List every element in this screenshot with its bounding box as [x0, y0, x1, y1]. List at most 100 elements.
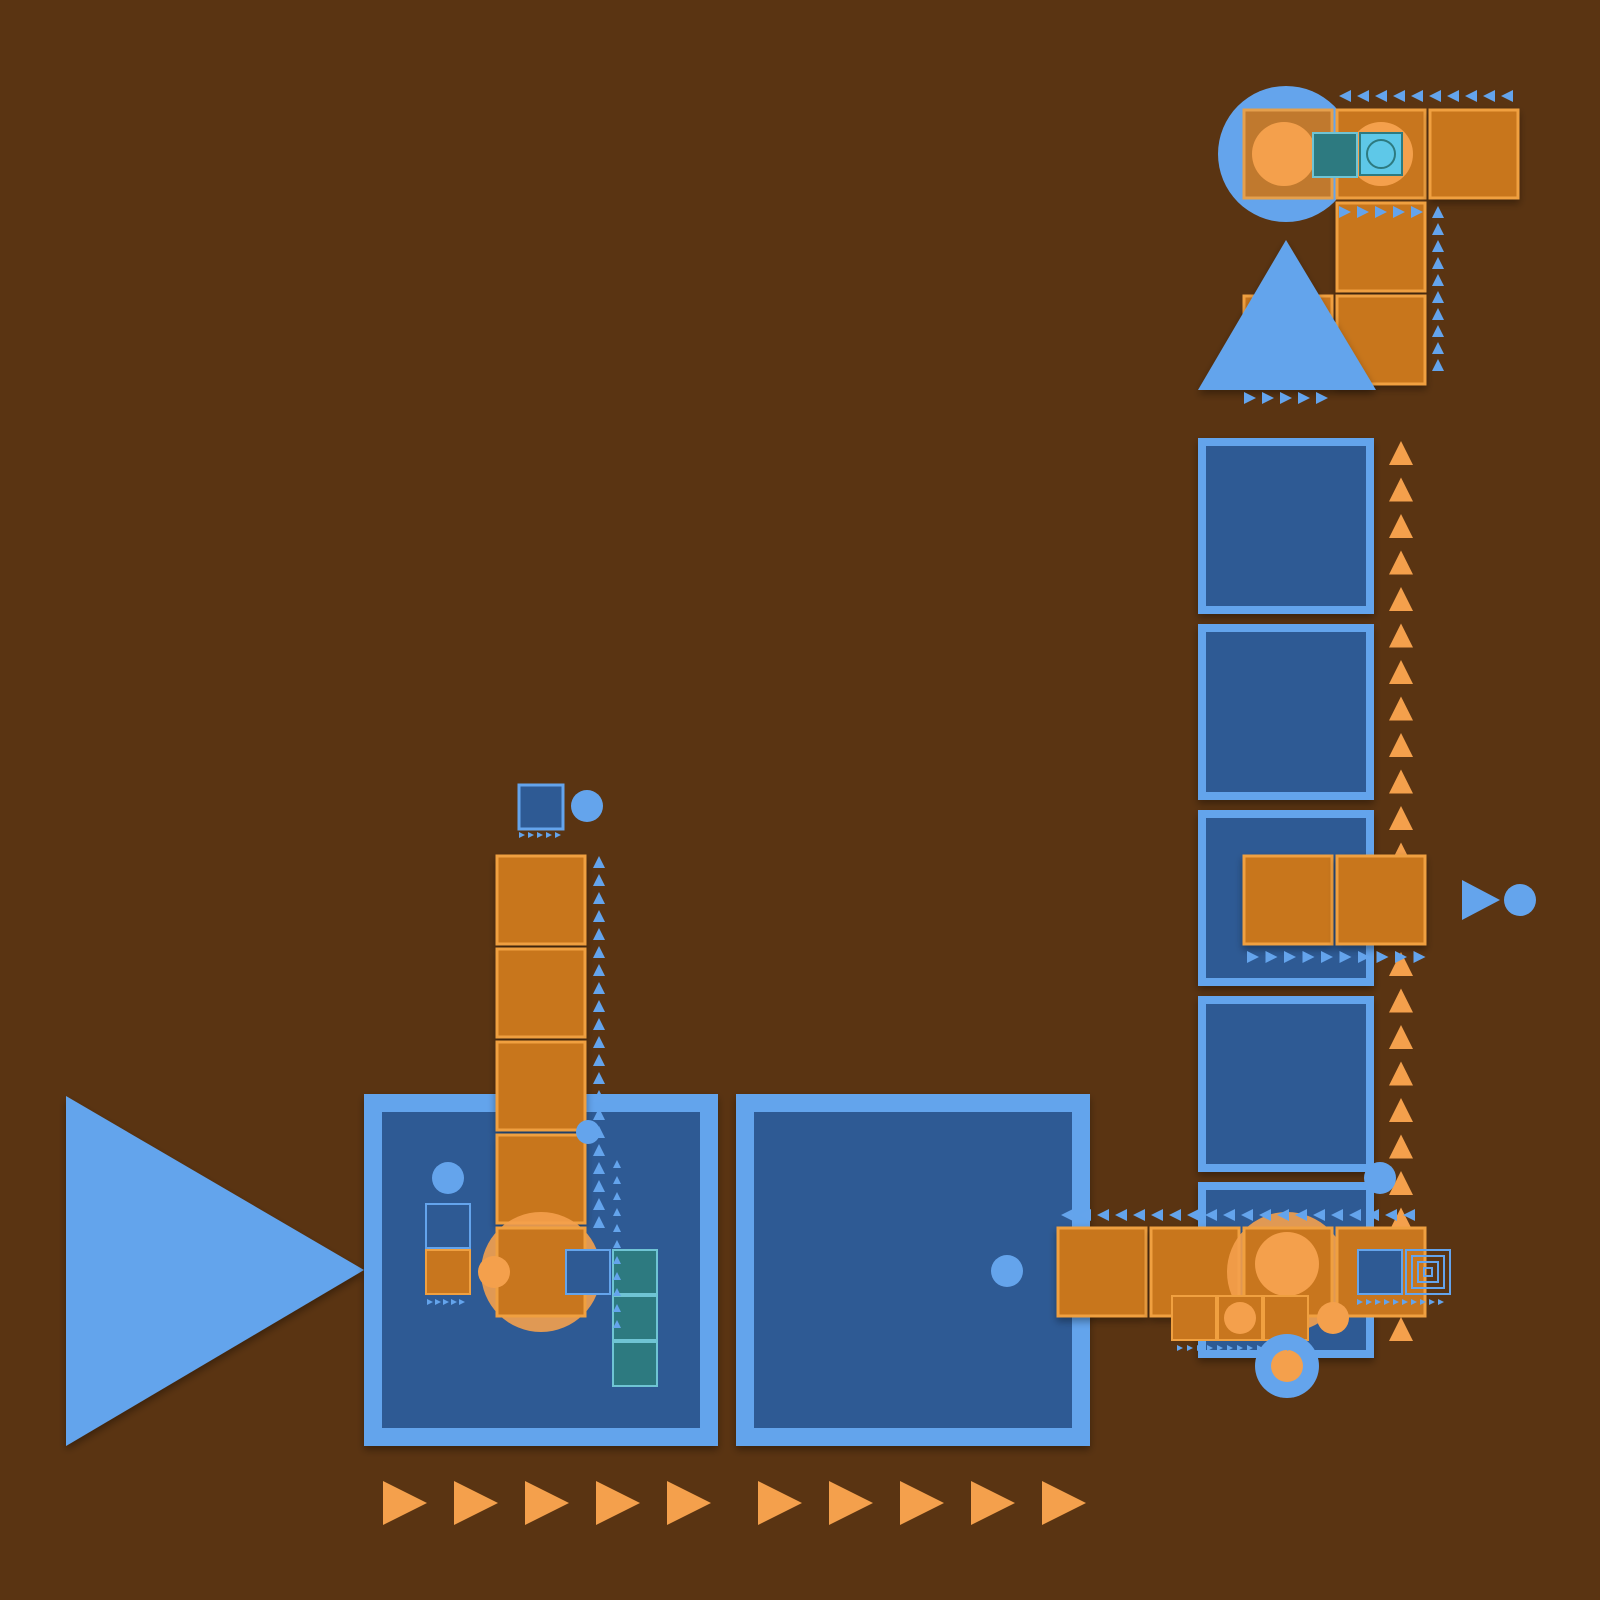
arrow-left-icon	[1169, 1209, 1181, 1221]
teal-block[interactable]	[1312, 132, 1358, 178]
arrow-left-icon	[1339, 90, 1351, 102]
arrow-left-icon	[1133, 1209, 1145, 1221]
small-blue-square[interactable]	[425, 1203, 471, 1249]
arrow-right-icon	[1247, 951, 1259, 963]
arrow-up-icon	[593, 1198, 605, 1210]
tile-inner	[754, 1112, 1072, 1428]
small-orange-square[interactable]	[425, 1249, 471, 1295]
arrow-up-icon	[1389, 441, 1413, 465]
arrow-right-icon	[1042, 1481, 1086, 1525]
orange-dot[interactable]	[1317, 1302, 1349, 1334]
cyan-dot[interactable]	[1366, 139, 1396, 169]
blue-dot[interactable]	[432, 1162, 464, 1194]
arrow-up-icon	[613, 1160, 621, 1168]
arrow-left-icon	[1079, 1209, 1091, 1221]
arrow-up-icon	[1389, 514, 1413, 538]
arrow-up-icon	[593, 856, 605, 868]
arrow-left-icon	[1367, 1209, 1379, 1221]
orange-block[interactable]	[1428, 108, 1520, 200]
orange-dot[interactable]	[1252, 122, 1316, 186]
orange-block[interactable]	[495, 947, 587, 1039]
arrow-up-icon	[1389, 806, 1413, 830]
nested-squares-icon[interactable]	[1405, 1249, 1451, 1295]
arrow-up-icon	[593, 1126, 605, 1138]
arrow-left-icon	[1465, 90, 1477, 102]
small-blue-square[interactable]	[565, 1249, 611, 1295]
arrow-left-icon	[1061, 1209, 1073, 1221]
arrow-up-icon	[1432, 257, 1444, 269]
pointer-right-icon[interactable]	[1462, 880, 1500, 920]
orange-block[interactable]	[1335, 201, 1427, 293]
arrow-left-icon	[1447, 90, 1459, 102]
arrow-left-icon	[1501, 90, 1513, 102]
arrow-right-icon	[1237, 1345, 1243, 1351]
triangle-up-icon[interactable]	[1198, 240, 1376, 390]
orange-block[interactable]	[1056, 1226, 1148, 1318]
arrow-left-icon	[1241, 1209, 1253, 1221]
arrow-right-icon	[528, 832, 534, 838]
small-orange-square[interactable]	[1171, 1295, 1217, 1341]
orange-block[interactable]	[495, 1040, 587, 1132]
arrow-up-icon	[593, 1216, 605, 1228]
arrow-right-icon	[1267, 1345, 1273, 1351]
arrow-right-icon	[1375, 1299, 1381, 1305]
arrow-right-icon	[829, 1481, 873, 1525]
teal-block[interactable]	[612, 1295, 658, 1341]
teal-block[interactable]	[612, 1249, 658, 1295]
small-blue-square[interactable]	[1357, 1249, 1403, 1295]
small-orange-square[interactable]	[1263, 1295, 1309, 1341]
teal-block[interactable]	[612, 1341, 658, 1387]
blue-dot[interactable]	[1364, 1162, 1396, 1194]
arrow-right-icon	[1302, 951, 1315, 963]
arrow-right-icon	[1187, 1345, 1193, 1351]
arrow-up-icon	[593, 1108, 605, 1120]
bottom-right-arrows	[1061, 1209, 1444, 1351]
middle-arrows	[1247, 951, 1426, 963]
small-blue-square[interactable]	[517, 783, 565, 831]
arrow-left-icon	[1223, 1209, 1235, 1221]
blue-dot[interactable]	[571, 790, 603, 822]
blue-dot[interactable]	[1504, 884, 1536, 916]
arrow-right-icon	[667, 1481, 711, 1525]
arrow-right-icon	[1247, 1345, 1253, 1351]
arrow-up-icon	[613, 1304, 621, 1312]
arrow-right-icon	[1207, 1345, 1213, 1351]
orange-block[interactable]	[1242, 854, 1334, 946]
orange-block[interactable]	[1335, 854, 1427, 946]
blue-dot[interactable]	[991, 1255, 1023, 1287]
arrow-right-icon	[1307, 1345, 1313, 1351]
arrow-right-icon	[1197, 1345, 1203, 1351]
arrow-up-icon	[613, 1176, 621, 1184]
arrow-up-icon	[1389, 696, 1413, 721]
bottom-tiles	[364, 1094, 1090, 1446]
tile-inner	[1206, 446, 1366, 606]
arrow-up-icon	[1389, 733, 1413, 757]
arrow-right-icon	[1357, 1299, 1363, 1305]
arrow-up-icon	[1389, 1207, 1413, 1232]
arrow-up-icon	[593, 1054, 605, 1066]
arrow-right-icon	[1395, 951, 1407, 963]
arrow-up-icon	[1389, 477, 1413, 502]
arrow-right-icon	[1393, 206, 1405, 218]
arrow-right-icon	[1429, 1299, 1435, 1305]
arrow-right-icon	[1244, 392, 1256, 404]
arrow-right-icon	[1316, 392, 1328, 404]
orange-dot[interactable]	[1224, 1302, 1256, 1334]
large-triangle-right-icon[interactable]	[66, 1096, 364, 1446]
orange-dot[interactable]	[478, 1256, 510, 1288]
arrow-up-icon	[1432, 291, 1444, 303]
arrow-up-icon	[1432, 274, 1444, 286]
orange-block[interactable]	[495, 1133, 587, 1225]
arrow-right-icon	[1227, 1345, 1233, 1351]
arrow-up-icon	[1389, 1134, 1413, 1159]
arrow-left-icon	[1331, 1209, 1343, 1221]
arrow-right-icon	[1376, 951, 1389, 963]
arrow-right-icon	[1411, 1299, 1417, 1305]
arrow-right-icon	[1420, 1299, 1426, 1305]
arrow-up-icon	[1389, 952, 1413, 976]
arrow-up-icon	[593, 1090, 605, 1102]
orange-dot[interactable]	[1255, 1232, 1319, 1296]
orange-dot[interactable]	[1271, 1350, 1303, 1382]
orange-block[interactable]	[495, 854, 587, 946]
